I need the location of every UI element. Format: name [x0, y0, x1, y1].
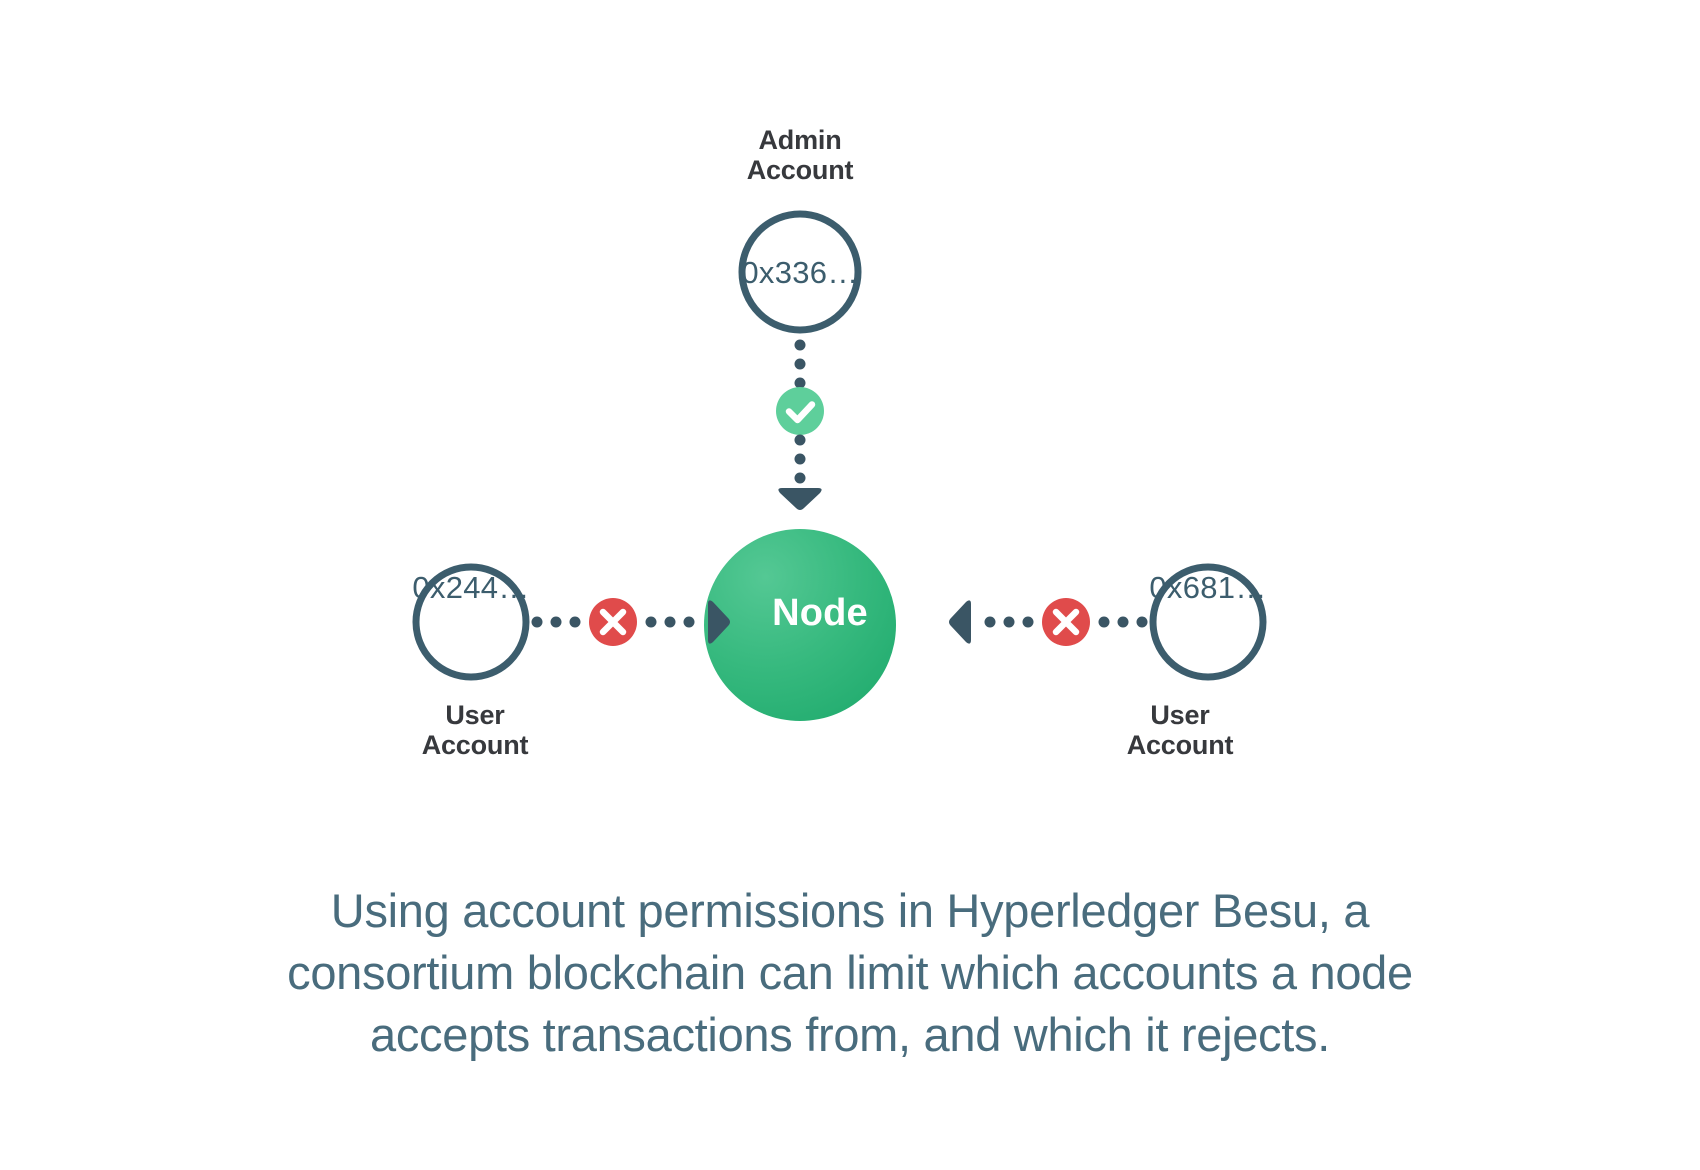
admin-account-label: Admin Account: [746, 125, 854, 186]
user-right-account-circle[interactable]: [1149, 563, 1267, 681]
user-left-account-label: User Account: [421, 700, 529, 761]
check-icon: [776, 387, 824, 435]
user-left-arrowhead-icon: [708, 600, 730, 644]
user-left-account-address: 0x244…: [412, 570, 530, 605]
user-right-account-address: 0x681…: [1149, 570, 1267, 605]
user-right-link-inner: [1098, 616, 1148, 628]
admin-link-lower: [794, 434, 806, 484]
node-circle[interactable]: [704, 529, 896, 721]
admin-link-upper: [794, 339, 806, 389]
user-right-link-outer: [984, 616, 1034, 628]
node-label: Node: [772, 592, 868, 634]
user-right-x-icon: [1042, 598, 1090, 646]
user-right-arrowhead-icon: [949, 600, 971, 644]
permissions-diagram: [412, 210, 1267, 721]
admin-arrowhead-icon: [778, 488, 822, 510]
user-left-link-inner: [531, 616, 581, 628]
admin-account-address: 0x336…: [741, 255, 859, 290]
user-left-link-outer: [645, 616, 695, 628]
user-left-x-icon: [589, 598, 637, 646]
user-left-account-circle[interactable]: [412, 563, 530, 681]
caption-text: Using account permissions in Hyperledger…: [287, 884, 1413, 1062]
admin-account-circle[interactable]: [738, 210, 862, 334]
user-right-account-label: User Account: [1126, 700, 1234, 761]
